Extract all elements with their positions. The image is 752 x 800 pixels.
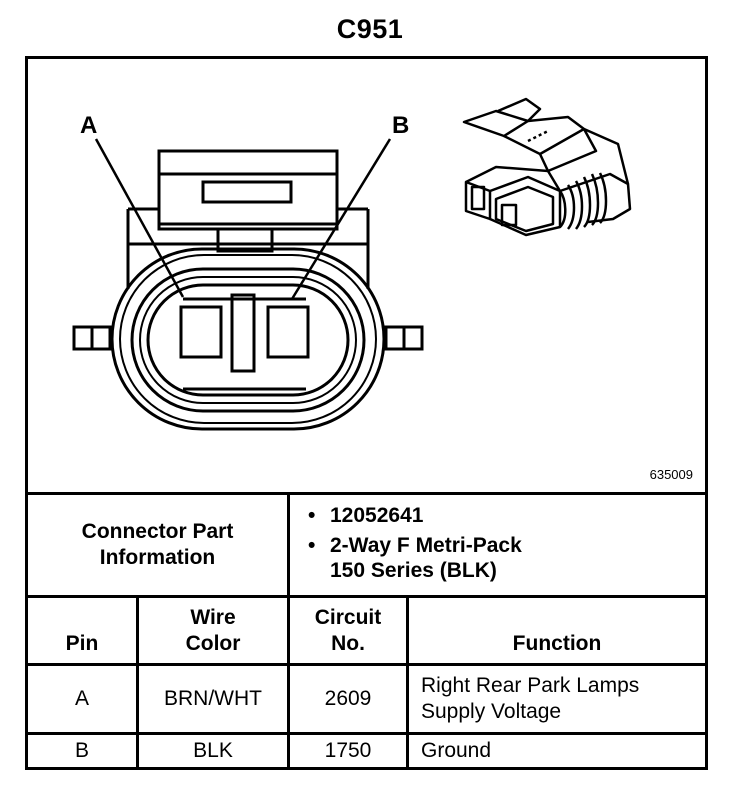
outer-shell: [110, 247, 386, 431]
connector-part-info-values: • 12052641 • 2-Way F Metri-Pack 150 Seri…: [290, 495, 705, 595]
divider: [287, 598, 290, 767]
connector-face-view: A B: [72, 97, 632, 431]
part-number: • 12052641: [308, 504, 424, 527]
bullet-icon: •: [308, 504, 316, 527]
latch-window: [201, 180, 293, 204]
table-row-b-circuit: 1750: [324, 739, 372, 762]
divider: [28, 663, 705, 666]
connector-isometric-view: [462, 97, 632, 237]
header-pin: Pin: [65, 632, 99, 655]
divider: [287, 495, 290, 595]
center-tab: [216, 227, 274, 253]
table-row-a-wire-color: BRN/WHT: [164, 687, 262, 710]
table-row-b-wire-color: BLK: [193, 739, 233, 762]
figure-id: 635009: [649, 467, 693, 482]
table-row-a-pin: A: [74, 687, 89, 710]
latch-housing: [157, 149, 339, 231]
divider: [28, 492, 705, 495]
center-key: [230, 293, 256, 373]
pin-label-a: A: [80, 112, 97, 139]
connector-part-info-label: Connector Part Information: [81, 520, 234, 569]
divider: [28, 595, 705, 598]
bullet-icon: •: [308, 534, 316, 557]
connector-diagram: A B: [28, 59, 705, 492]
connector-chart-frame: A B: [25, 56, 708, 770]
table-row-a-circuit: 2609: [324, 687, 372, 710]
table-row-b-pin: B: [74, 739, 89, 762]
connector-title: C951: [336, 14, 404, 44]
leader-b: [290, 138, 392, 300]
cavity-b: [266, 305, 310, 359]
pin-label-b: B: [392, 112, 409, 139]
divider: [28, 732, 705, 735]
cavity-a: [179, 305, 223, 359]
connector-description: • 2-Way F Metri-Pack 150 Series (BLK): [308, 534, 522, 582]
header-function: Function: [512, 632, 602, 655]
leader-a: [94, 138, 185, 298]
divider: [136, 598, 139, 767]
divider: [406, 598, 409, 767]
table-row-b-function: Ground: [421, 739, 492, 762]
